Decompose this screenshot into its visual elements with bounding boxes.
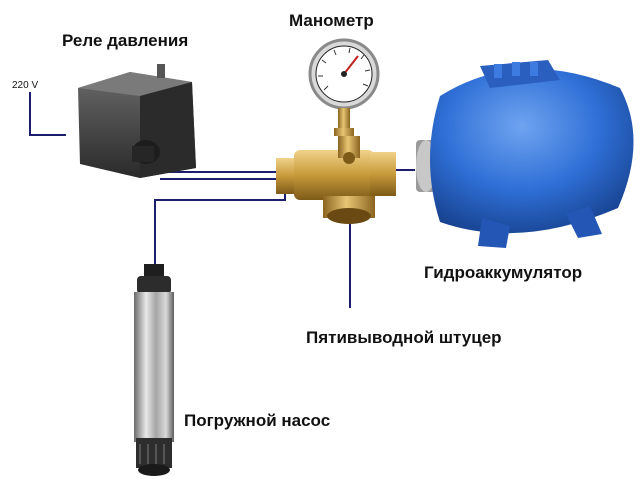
submersible-pump (134, 264, 174, 476)
gauge-label: Манометр (289, 11, 374, 30)
voltage-label: 220 V (12, 80, 39, 91)
pressure-switch-label: Реле давления (62, 31, 189, 50)
pump-pipe-wire (154, 189, 286, 265)
pump-label: Погружной насос (184, 411, 331, 430)
five-way-fitting (276, 136, 396, 224)
pressure-gauge (308, 38, 380, 136)
fitting-label: Пятивыводной штуцер (306, 328, 502, 347)
hydro-accumulator (416, 60, 634, 248)
pressure-switch (78, 64, 196, 178)
power-wire (29, 92, 66, 136)
accumulator-label: Гидроаккумулятор (424, 263, 583, 282)
